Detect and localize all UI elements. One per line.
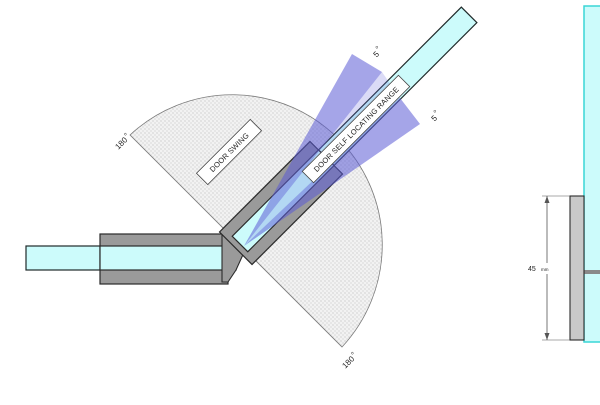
- angle-top-left-value: 180: [113, 135, 129, 151]
- angle-lower-value: 5: [430, 113, 440, 123]
- dimension-label-bg: [522, 263, 560, 274]
- dimension-value: 45: [528, 266, 536, 273]
- self-locating-range-wedge-lower: [244, 98, 420, 246]
- angle-lower-degree: o: [432, 108, 438, 114]
- side-elevation: 45 mm: [522, 5, 600, 343]
- side-glass-panel: [583, 5, 600, 343]
- self-locating-range-wedge-upper: [244, 54, 382, 246]
- dimension-arrow-bottom: [544, 333, 550, 340]
- angle-upper-degree: o: [374, 44, 380, 50]
- fixed-hinge-slot: [99, 245, 229, 271]
- angle-label-top-left: 180 o: [113, 131, 129, 151]
- dimension-arrow-top: [544, 196, 550, 203]
- angle-bottom-degree: o: [349, 350, 355, 356]
- angle-upper-value: 5: [372, 49, 382, 59]
- angle-top-left-degree: o: [122, 131, 128, 137]
- angle-bottom-value: 180: [340, 354, 356, 370]
- angle-label-upper: 5 o: [372, 44, 382, 59]
- dimension-unit: mm: [541, 267, 549, 272]
- side-hinge-plate: [569, 195, 585, 341]
- angle-label-lower: 5 o: [430, 108, 440, 123]
- angle-label-bottom: 180 o: [340, 350, 356, 370]
